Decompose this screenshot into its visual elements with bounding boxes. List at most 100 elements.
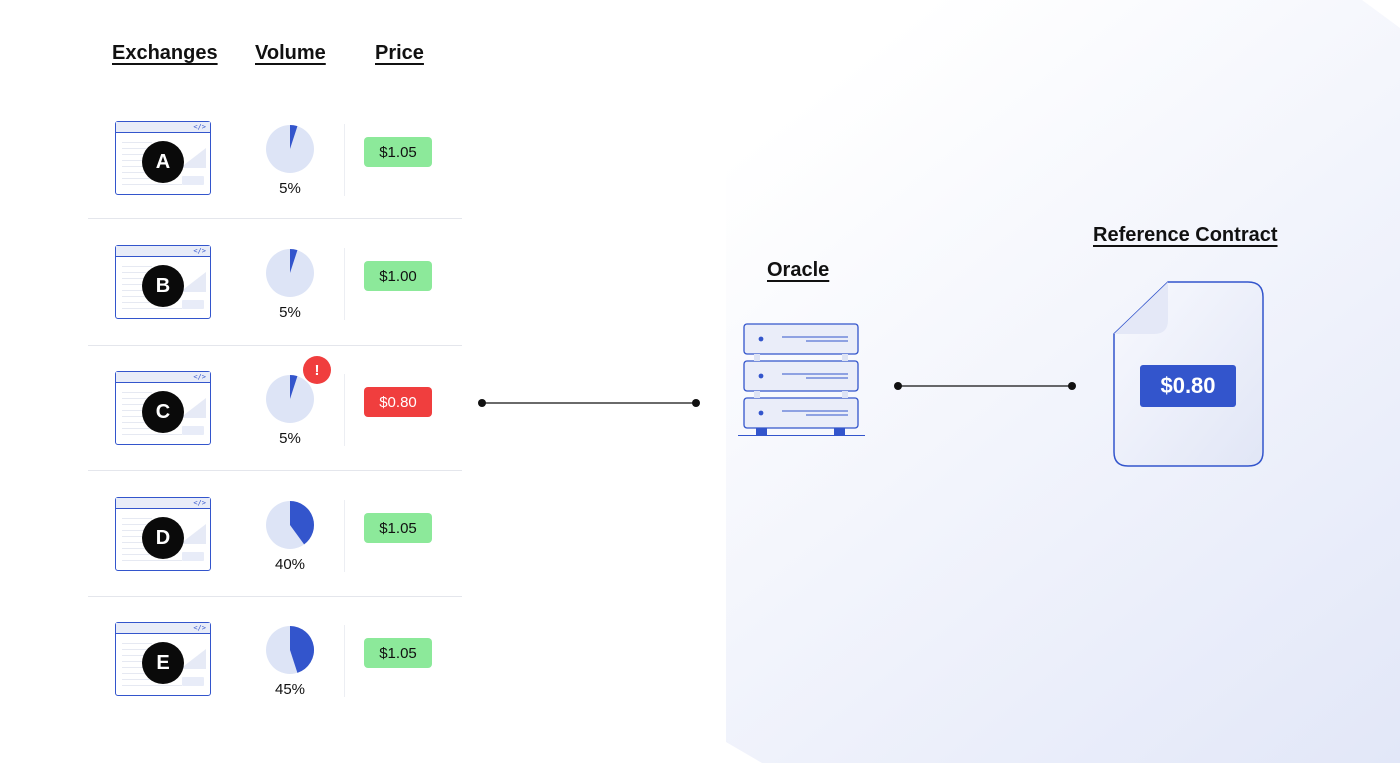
- volume-label: 5%: [279, 180, 301, 197]
- exchange-letter-badge: D: [142, 517, 184, 559]
- exchange-letter-badge: A: [142, 141, 184, 183]
- reference-contract-header: Reference Contract: [1093, 224, 1278, 246]
- window-text-line: [122, 272, 152, 273]
- window-mini-box: [182, 426, 204, 435]
- exchange-row: </> B 5% $1.00: [88, 220, 462, 344]
- exchanges-to-oracle-connector: [478, 399, 700, 407]
- row-divider: [88, 470, 462, 471]
- price-tag: $1.00: [364, 261, 432, 291]
- window-text-line: [122, 536, 152, 537]
- window-text-line: [122, 649, 152, 650]
- exchange-row: </> C 5%! $0.80: [88, 346, 462, 470]
- window-text-line: [122, 148, 152, 149]
- window-chart-shape: [180, 649, 206, 669]
- window-text-line: [122, 428, 166, 429]
- exchange-letter-badge: B: [142, 265, 184, 307]
- row-divider: [88, 218, 462, 219]
- window-chart-shape: [180, 398, 206, 418]
- window-text-line: [122, 643, 152, 644]
- window-text-line: [122, 308, 182, 309]
- window-text-line: [122, 560, 182, 561]
- window-text-line: [122, 184, 182, 185]
- exchange-letter-badge: C: [142, 391, 184, 433]
- exchange-row: </> D 40% $1.05: [88, 472, 462, 596]
- volume-pie: [266, 626, 315, 674]
- window-text-line: [122, 524, 152, 525]
- window-text-line: [122, 142, 152, 143]
- window-mini-box: [182, 176, 204, 185]
- window-text-line: [122, 685, 182, 686]
- code-icon: </>: [193, 123, 206, 131]
- window-text-line: [122, 518, 152, 519]
- column-divider: [344, 374, 345, 446]
- window-text-line: [122, 661, 152, 662]
- oracle-header: Oracle: [767, 259, 830, 281]
- window-text-line: [122, 302, 166, 303]
- window-mini-box: [182, 300, 204, 309]
- column-divider: [344, 124, 345, 196]
- window-text-line: [122, 548, 152, 549]
- column-divider: [344, 500, 345, 572]
- oracle-to-contract-connector: [894, 382, 1076, 390]
- reference-contract-price: $0.80: [1140, 365, 1236, 407]
- window-text-line: [122, 266, 152, 267]
- window-mini-box: [182, 552, 204, 561]
- exchanges-header: Exchanges: [112, 42, 218, 64]
- price-tag: $1.05: [364, 513, 432, 543]
- window-text-line: [122, 673, 152, 674]
- volume-pie-slice: [290, 626, 315, 673]
- alert-badge: !: [303, 356, 331, 384]
- server-stack-icon: [738, 323, 865, 436]
- window-text-line: [122, 178, 166, 179]
- window-title-bar: [116, 498, 210, 509]
- window-title-bar: [116, 623, 210, 634]
- window-chart-shape: [180, 524, 206, 544]
- window-text-line: [122, 434, 182, 435]
- window-text-line: [122, 160, 152, 161]
- window-title-bar: [116, 372, 210, 383]
- window-text-line: [122, 422, 152, 423]
- window-chart-shape: [180, 272, 206, 292]
- volume-label: 5%: [279, 304, 301, 321]
- code-icon: </>: [193, 247, 206, 255]
- window-title-bar: [116, 246, 210, 257]
- volume-pie-slice: [290, 501, 315, 545]
- window-text-line: [122, 392, 152, 393]
- column-divider: [344, 248, 345, 320]
- volume-pie-slice: [290, 375, 298, 399]
- price-header: Price: [375, 42, 424, 64]
- exchange-letter-badge: E: [142, 642, 184, 684]
- column-divider: [344, 625, 345, 697]
- row-divider: [88, 345, 462, 346]
- window-text-line: [122, 172, 152, 173]
- window-chart-shape: [180, 148, 206, 168]
- volume-pie: [266, 501, 315, 549]
- volume-pie-slice: [290, 124, 298, 149]
- window-text-line: [122, 398, 152, 399]
- window-title-bar: [116, 122, 210, 133]
- volume-label: 45%: [274, 681, 306, 698]
- volume-pie: [266, 375, 314, 423]
- code-icon: </>: [193, 373, 206, 381]
- price-tag: $1.05: [364, 638, 432, 668]
- volume-label: 5%: [279, 430, 301, 447]
- volume-pie-slice: [290, 249, 298, 273]
- volume-label: 40%: [274, 556, 306, 573]
- window-text-line: [122, 554, 166, 555]
- window-text-line: [122, 296, 152, 297]
- volume-pie: [266, 249, 314, 297]
- window-text-line: [122, 410, 152, 411]
- window-text-line: [122, 679, 166, 680]
- window-text-line: [122, 284, 152, 285]
- code-icon: </>: [193, 499, 206, 507]
- price-tag: $0.80: [364, 387, 432, 417]
- row-divider: [88, 596, 462, 597]
- window-mini-box: [182, 677, 204, 686]
- exchange-row: </> E 45% $1.05: [88, 597, 462, 721]
- exchange-row: </> A 5% $1.05: [88, 96, 462, 220]
- price-tag: $1.05: [364, 137, 432, 167]
- volume-pie: [266, 124, 314, 173]
- code-icon: </>: [193, 624, 206, 632]
- volume-header: Volume: [255, 42, 326, 64]
